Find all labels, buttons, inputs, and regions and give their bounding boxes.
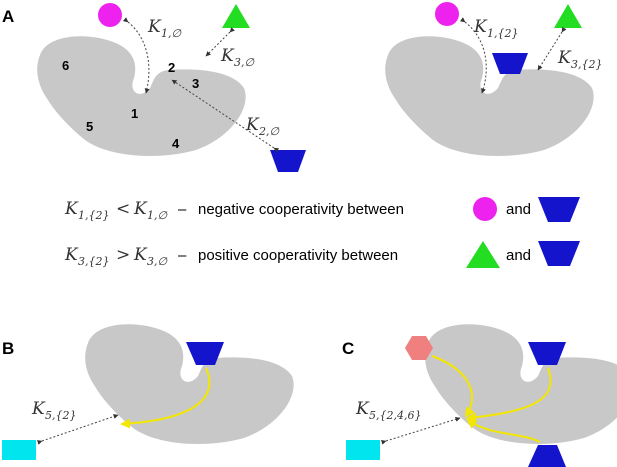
svg-text:K: K [473,17,488,37]
svg-text:3,∅: 3,∅ [234,56,254,69]
cyan-rectangle-icon [346,440,380,460]
blue-trapezoid-icon [538,241,580,266]
binding-arrow-k5-246 [380,416,461,445]
svg-text:3,{2}: 3,{2} [571,58,603,71]
magenta-circle-icon [98,3,122,27]
binding-arrow-k2-empty [171,79,280,153]
allosteric-signal-arrow-bottom [466,418,541,443]
svg-text:negative cooperativity between: negative cooperativity between [198,201,404,218]
svg-text:K: K [355,399,370,419]
svg-text:K: K [147,17,162,37]
svg-text:2,∅: 2,∅ [258,125,279,138]
binding-arrow-k3-empty [205,27,235,57]
green-triangle-icon [466,241,500,268]
svg-text:–: – [178,247,187,264]
k-label-3-2: K 3,{2} [557,48,603,71]
green-triangle-icon [222,4,250,28]
binding-arrow-k1-empty [122,17,150,94]
svg-text:positive cooperativity between: positive cooperativity between [198,247,398,264]
salmon-hexagon-icon [405,336,433,360]
k-label-5-246: K 5,{2,4,6} [355,399,421,422]
svg-text:K: K [31,399,46,419]
blue-trapezoid-icon [538,197,580,222]
k-label-3-empty: K 3,∅ [220,46,254,69]
allosteric-signal-arrow-top [466,367,552,423]
svg-text:5,{2}: 5,{2} [45,409,77,422]
blue-trapezoid-icon [528,342,566,365]
protein-blob-c [425,324,617,444]
svg-text:K: K [245,115,260,135]
site-label-4: 4 [172,136,180,151]
svg-text:and: and [506,201,531,218]
site-label-2: 2 [168,60,175,75]
svg-text:K: K [64,199,79,219]
svg-text:5,{2,4,6}: 5,{2,4,6} [369,409,421,422]
equation-row-positive: K 3,{2} > K 3,∅ – positive cooperativity… [64,241,580,268]
panel-label-a: A [2,7,14,26]
site-label-5: 5 [86,119,93,134]
k-label-2-empty: K 2,∅ [245,115,279,138]
panel-label-c: C [342,339,354,358]
panel-label-b: B [2,339,14,358]
site-label-1: 1 [131,106,138,121]
magenta-circle-icon [435,2,459,26]
k-label-1-empty: K 1,∅ [147,17,181,40]
svg-text:3,∅: 3,∅ [147,255,167,268]
svg-text:–: – [178,201,187,218]
green-triangle-icon [554,4,582,28]
blue-trapezoid-icon [186,342,224,365]
k-label-5-2: K 5,{2} [31,399,77,422]
site-label-6: 6 [62,58,69,73]
svg-text:1,∅: 1,∅ [147,209,167,222]
svg-text:and: and [506,247,531,264]
binding-arrow-k5-2 [36,414,119,445]
protein-blob-a-left [37,36,246,156]
svg-text:1,∅: 1,∅ [161,27,181,40]
site-label-3: 3 [192,76,199,91]
magenta-circle-icon [473,197,497,221]
allosteric-signal-arrow-hexagon [431,355,475,418]
k-label-1-2: K 1,{2} [473,17,519,40]
svg-text:>: > [116,245,130,265]
svg-text:K: K [220,46,235,66]
svg-text:1,{2}: 1,{2} [487,27,519,40]
binding-arrow-k1-2 [459,17,487,94]
blue-trapezoid-icon [270,150,306,172]
allosteric-signal-arrow [120,367,211,429]
svg-text:1,{2}: 1,{2} [78,209,110,222]
equation-row-negative: K 1,{2} < K 1,∅ – negative cooperativity… [64,197,580,222]
blue-trapezoid-icon [492,53,528,74]
binding-arrow-k3-2 [537,26,567,71]
svg-text:<: < [116,199,130,219]
svg-text:K: K [557,48,572,68]
cyan-rectangle-icon [2,440,36,460]
svg-text:K: K [64,245,79,265]
svg-text:3,{2}: 3,{2} [78,255,110,268]
svg-text:K: K [133,199,148,219]
blue-trapezoid-icon [528,445,566,467]
svg-text:K: K [133,245,148,265]
